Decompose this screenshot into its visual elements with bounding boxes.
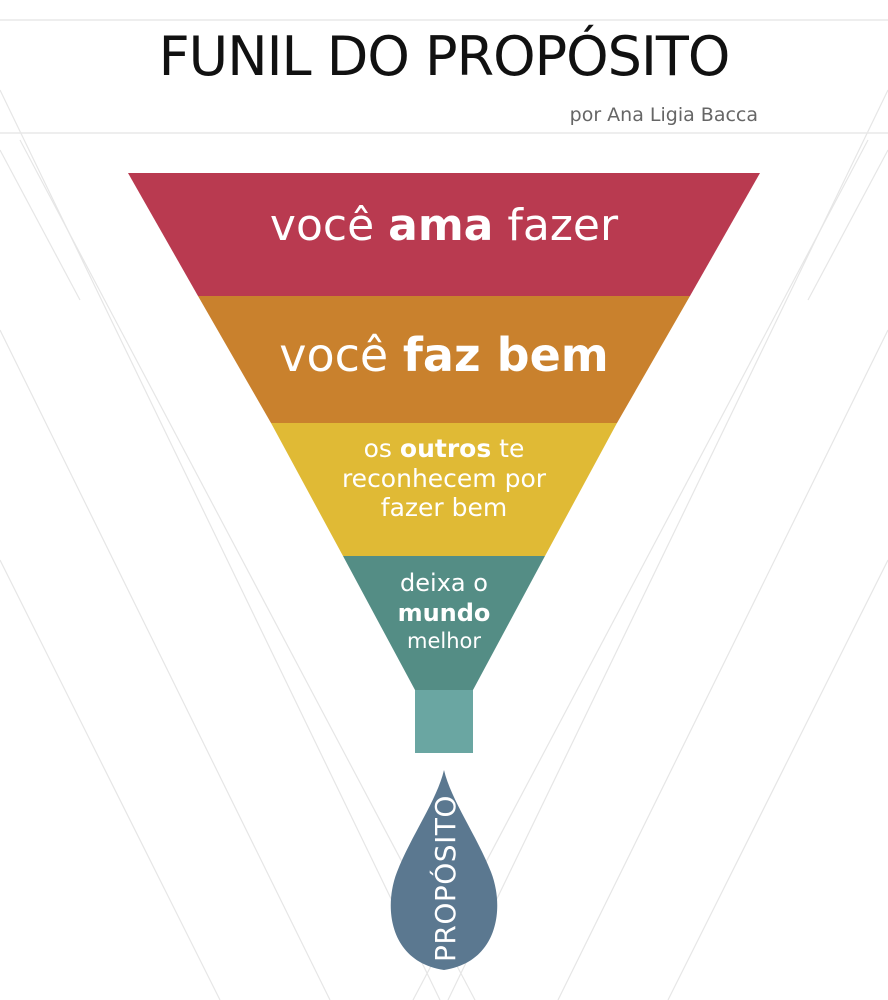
level-text-part: te — [491, 434, 525, 463]
level-text-part: fazer — [493, 200, 619, 251]
level-text-line: os outros te — [300, 434, 588, 464]
background-line — [0, 559, 221, 1000]
level-text-emphasis: ama — [388, 200, 494, 251]
funnel-level-better-world-text: deixa o mundo melhor — [350, 568, 538, 654]
background-line — [0, 149, 81, 301]
level-text-part: os — [363, 434, 400, 463]
funnel-level-love — [128, 173, 760, 296]
funnel-level-recognized-text: os outros te reconhecem por fazer bem — [300, 434, 588, 523]
page-subtitle: por Ana Ligia Bacca — [569, 104, 758, 126]
funnel-level-recognized — [271, 423, 617, 556]
level-text-emphasis: outros — [399, 434, 492, 463]
background-line — [412, 139, 869, 1000]
level-text-line: deixa o — [400, 569, 488, 597]
funnel-spout — [415, 690, 473, 753]
level-text-line: reconhecem por — [341, 463, 547, 493]
background-line — [0, 329, 331, 1000]
background-line — [807, 149, 888, 301]
level-text-line: mundo — [350, 598, 538, 628]
background-lines — [0, 89, 888, 1000]
funnel-level-good-at-text: você faz bem — [240, 328, 648, 382]
level-text-line: fazer bem — [380, 493, 508, 522]
funnel-level-good-at — [198, 296, 690, 423]
page-title: FUNIL DO PROPÓSITO — [158, 25, 731, 88]
level-text-part: você — [279, 328, 403, 382]
purpose-drop-label: PROPÓSITO — [428, 795, 462, 962]
level-text-emphasis: mundo — [397, 599, 491, 627]
level-text-line: melhor — [406, 629, 481, 653]
funnel-level-better-world — [343, 556, 545, 690]
funnel-level-love-text: você ama fazer — [200, 200, 688, 252]
background-line — [19, 139, 476, 1000]
background-line — [667, 559, 888, 1000]
purpose-drop — [390, 770, 498, 970]
level-text-part: você — [269, 200, 389, 251]
background-line — [557, 329, 888, 1000]
level-text-emphasis: faz bem — [402, 328, 609, 382]
